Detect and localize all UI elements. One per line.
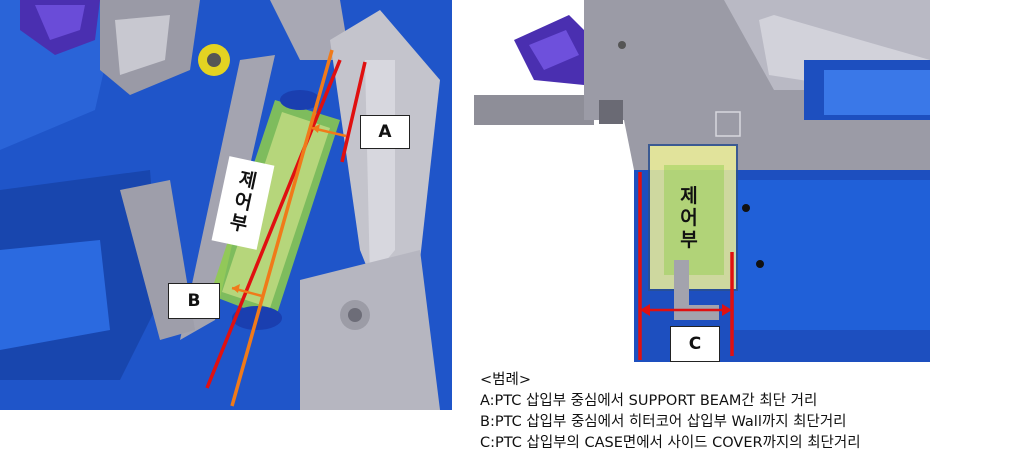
label-c: C — [670, 326, 720, 362]
label-b: B — [168, 283, 220, 319]
legend-item-c: C:PTC 삽입부의 CASE면에서 사이드 COVER까지의 최단거리 — [480, 435, 861, 451]
right-cad-view: C 제 어 부 — [474, 0, 930, 362]
legend-title: <범례> — [480, 372, 531, 388]
label-a: A — [360, 115, 410, 149]
right-cad-drawing — [474, 0, 930, 362]
left-cad-view: A B 제 어 부 — [0, 0, 452, 410]
orange-center-line — [230, 49, 334, 407]
legend-item-a: A:PTC 삽입부 중심에서 SUPPORT BEAM간 최단 거리 — [480, 393, 818, 409]
control-unit-label-right: 제 어 부 — [680, 185, 698, 251]
left-cad-drawing — [0, 0, 452, 410]
legend: <범례> A:PTC 삽입부 중심에서 SUPPORT BEAM간 최단 거리 … — [480, 370, 1010, 454]
legend-item-b: B:PTC 삽입부 중심에서 히터코어 삽입부 Wall까지 최단거리 — [480, 414, 847, 430]
red-reference-line — [205, 59, 342, 389]
red-reference-line-short — [340, 61, 367, 163]
